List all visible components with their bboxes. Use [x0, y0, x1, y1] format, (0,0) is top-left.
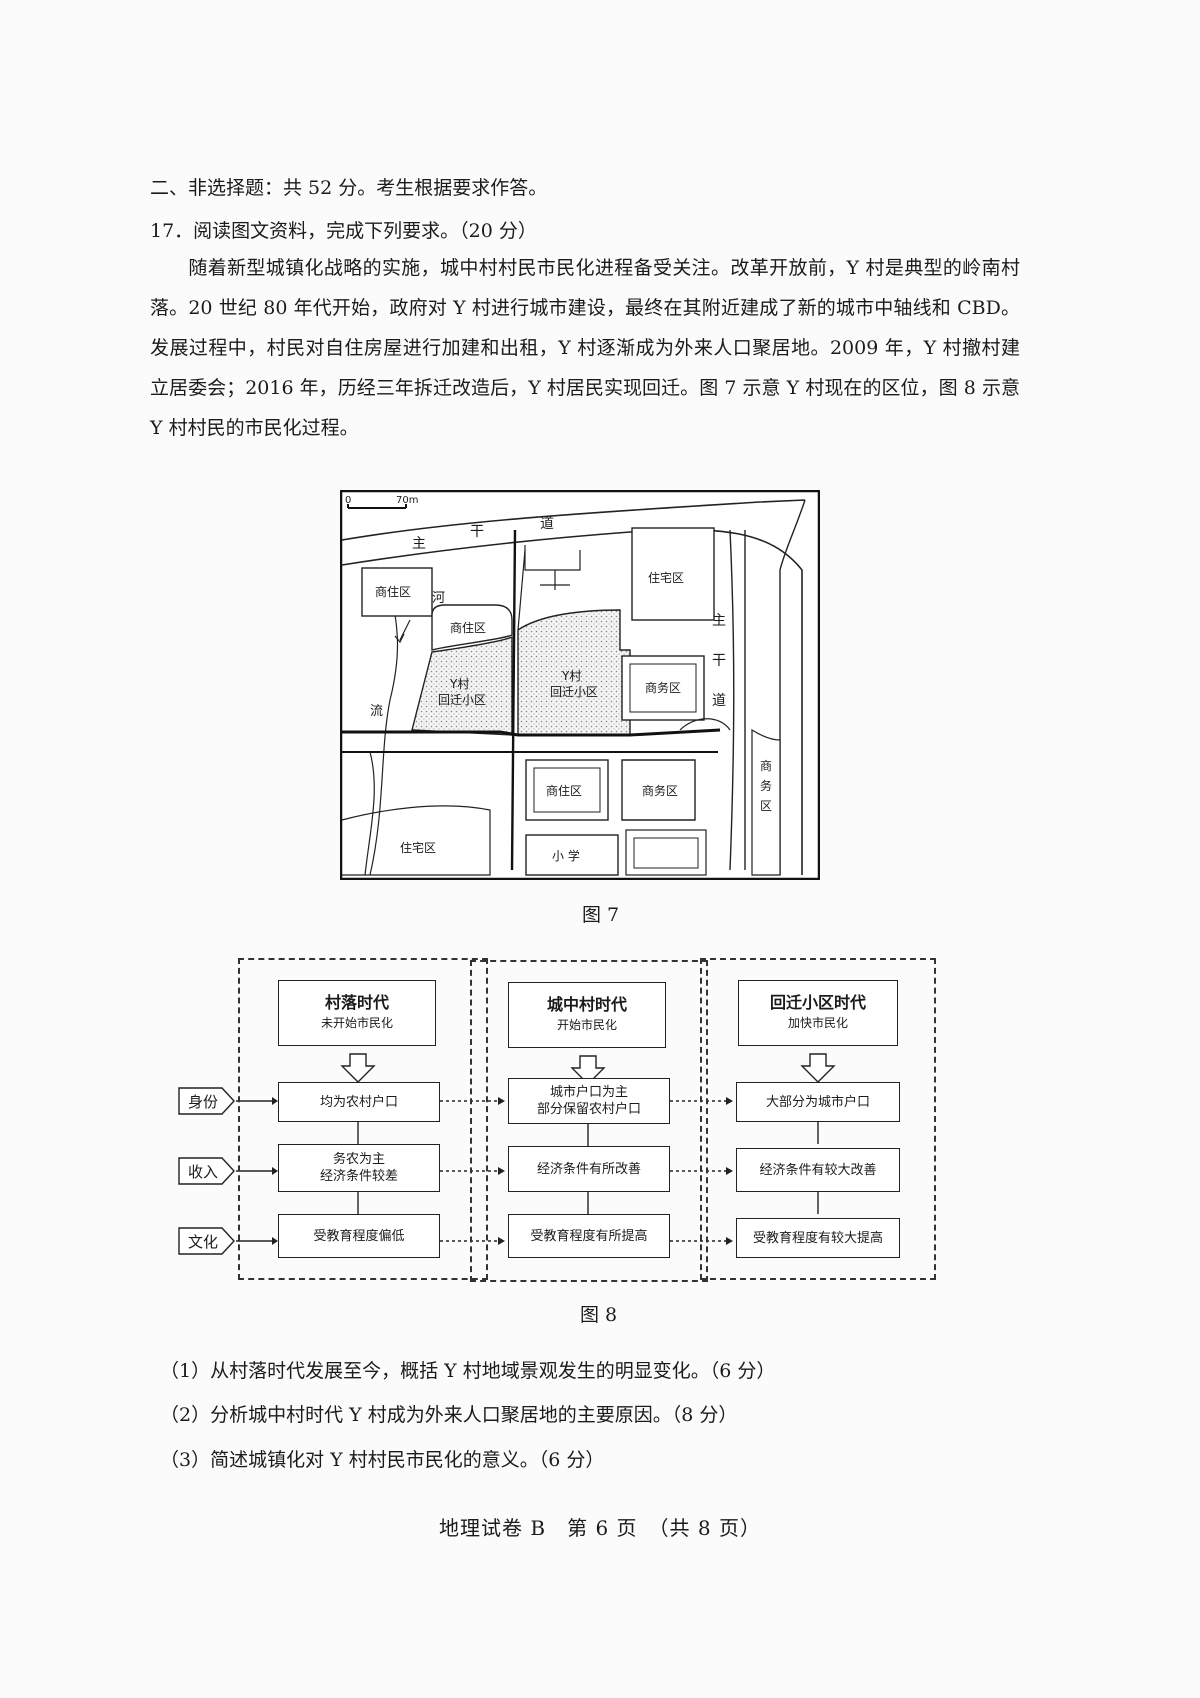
era-subtitle-urban-village: 开始市民化: [556, 1018, 617, 1032]
era-header-urban-village: 城中村时代 开始市民化: [508, 982, 666, 1048]
label-school: 小 学: [552, 848, 580, 863]
scale-zero: 0: [345, 495, 351, 506]
cell-urban-village-identity: 城市户口为主 部分保留农村户口: [508, 1078, 670, 1124]
label-commercial-residential-bottom: 商住区: [546, 783, 582, 798]
cell-village-identity: 均为农村户口: [278, 1082, 440, 1122]
row-tag-identity: 身份: [178, 1087, 236, 1115]
down-arrow-icon: [340, 1053, 836, 1085]
era-subtitle-village: 未开始市民化: [320, 1016, 393, 1030]
cell-text: 经济条件较差: [319, 1169, 398, 1184]
label-main-road-right-3: 道: [712, 693, 726, 709]
cell-urban-village-income: 经济条件有所改善: [508, 1146, 670, 1192]
label-residential-bl: 住宅区: [400, 840, 436, 855]
cell-resettlement-income: 经济条件有较大改善: [736, 1148, 900, 1192]
era-frame-resettlement: [700, 958, 936, 1280]
cell-text: 部分保留农村户口: [536, 1102, 641, 1117]
cell-resettlement-identity: 大部分为城市户口: [736, 1082, 900, 1122]
cell-village-education: 受教育程度偏低: [278, 1214, 440, 1258]
cell-text: 受教育程度有所提高: [530, 1228, 648, 1244]
cell-text: 务农为主: [332, 1152, 385, 1167]
label-commercial-residential-tl: 商住区: [375, 584, 411, 599]
cell-urban-village-education: 受教育程度有所提高: [508, 1214, 670, 1258]
label-y-village-right-1: Y村: [561, 669, 581, 683]
cell-text: 大部分为城市户口: [765, 1094, 870, 1110]
label-river-1: 河: [432, 591, 445, 606]
label-business-right: 商务区: [645, 680, 681, 695]
label-business-far-1: 商: [760, 758, 772, 773]
label-main-road-right-1: 主: [712, 613, 726, 629]
cell-text: 经济条件有较大改善: [759, 1162, 877, 1178]
label-business-far-2: 务: [760, 778, 772, 793]
label-river-2: 流: [370, 704, 383, 719]
era-frame-urban-village: [470, 960, 708, 1282]
era-title-urban-village: 城中村时代: [546, 995, 627, 1014]
label-commercial-residential-mid: 商住区: [450, 620, 486, 635]
label-main-road-top-3: 道: [540, 516, 554, 532]
label-business-bottom: 商务区: [642, 783, 678, 798]
cell-text: 受教育程度有较大提高: [752, 1230, 883, 1246]
cell-text: 城市户口为主: [549, 1085, 628, 1100]
label-main-road-right-2: 干: [712, 653, 726, 669]
figure8-caption: 图 8: [580, 1304, 618, 1326]
cell-text: 均为农村户口: [319, 1094, 398, 1110]
question-2: （2）分析城中村时代 Y 村成为外来人口聚居地的主要原因。（8 分）: [160, 1404, 738, 1426]
row-tag-income-label: 收入: [187, 1163, 218, 1181]
question-3: （3）简述城镇化对 Y 村村民市民化的意义。（6 分）: [160, 1449, 605, 1471]
row-tag-culture: 文化: [178, 1227, 236, 1255]
row-tag-income: 收入: [178, 1157, 236, 1185]
label-y-village-left-1: Y村: [449, 677, 469, 691]
passage-text: 随着新型城镇化战略的实施，城中村村民市民化进程备受关注。改革开放前，Y 村是典型…: [150, 257, 1020, 439]
figure7-map: 0 70m 主 干 道 主 干 道 河 流 商住区 住宅区 商住区 Y村 回迁小…: [340, 490, 820, 880]
label-main-road-top-1: 主: [412, 536, 426, 552]
scale-value: 70m: [396, 495, 418, 506]
era-subtitle-resettlement: 加快市民化: [787, 1016, 848, 1030]
figure7-caption: 图 7: [582, 904, 620, 926]
page-footer: 地理试卷 B 第 6 页 （共 8 页）: [439, 1516, 761, 1540]
era-title-resettlement: 回迁小区时代: [769, 993, 866, 1012]
era-title-village: 村落时代: [324, 993, 389, 1012]
label-y-village-right-2: 回迁小区: [550, 685, 598, 699]
question-intro: 17．阅读图文资料，完成下列要求。（20 分）: [150, 220, 537, 242]
label-business-far-3: 区: [760, 799, 772, 813]
cell-text: 受教育程度偏低: [313, 1228, 405, 1244]
cell-village-income: 务农为主 经济条件较差: [278, 1144, 440, 1192]
cell-text: 经济条件有所改善: [536, 1161, 641, 1177]
label-main-road-top-2: 干: [470, 524, 484, 540]
label-y-village-left-2: 回迁小区: [438, 693, 486, 707]
passage: 随着新型城镇化战略的实施，城中村村民市民化进程备受关注。改革开放前，Y 村是典型…: [150, 248, 1020, 448]
row-tag-identity-label: 身份: [187, 1093, 218, 1111]
figure8-flow: 身份 收入 文化 村落时代 未开始市民化 均为农村户口 务农为主 经济条件较差 …: [178, 958, 938, 1282]
cell-resettlement-education: 受教育程度有较大提高: [736, 1218, 900, 1258]
question-1: （1）从村落时代发展至今，概括 Y 村地域景观发生的明显变化。（6 分）: [160, 1360, 776, 1382]
section-heading: 二、非选择题：共 52 分。考生根据要求作答。: [150, 177, 548, 199]
era-frame-village: [238, 958, 488, 1280]
label-residential-tr: 住宅区: [648, 570, 684, 585]
row-tag-culture-label: 文化: [187, 1233, 218, 1251]
era-header-resettlement: 回迁小区时代 加快市民化: [738, 980, 898, 1046]
flow-connectors: [236, 1053, 836, 1245]
era-header-village: 村落时代 未开始市民化: [278, 980, 436, 1046]
